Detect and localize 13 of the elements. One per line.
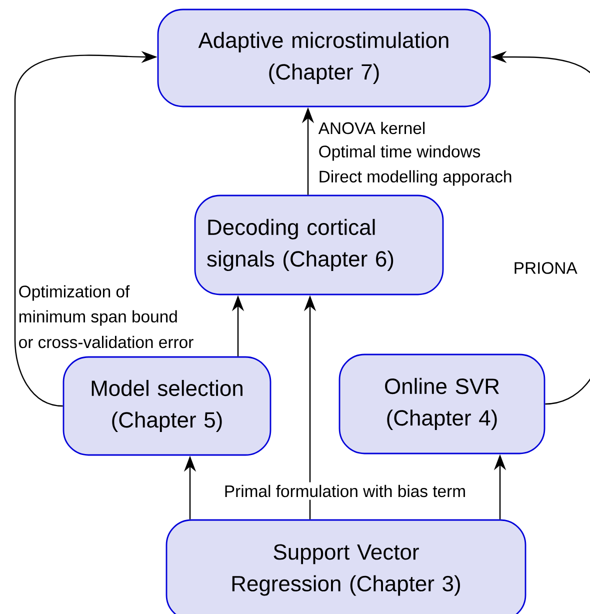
edge-label: Primal formulation with bias term xyxy=(221,482,469,500)
process-box: Online SVR (Chapter 4) xyxy=(338,354,546,454)
annotation-text: or cross-validation error xyxy=(19,336,194,348)
process-box: Adaptive microstimulation (Chapter 7) xyxy=(157,8,491,108)
annotation-text: Optimal time windows xyxy=(319,145,480,161)
annotation-text: Direct modelling apporach xyxy=(320,170,512,186)
annotation-text: minimum span bound xyxy=(19,310,177,326)
process-box: Model selection (Chapter 5) xyxy=(62,356,272,456)
annotation-text: PRIONA xyxy=(514,262,578,274)
annotation-text: Optimization of xyxy=(19,285,130,301)
annotation-text: ANOVA kernel xyxy=(318,122,425,134)
process-box: Support Vector Regression (Chapter 3) xyxy=(166,519,526,614)
process-box: Decoding cortical signals (Chapter 6) xyxy=(194,194,444,296)
